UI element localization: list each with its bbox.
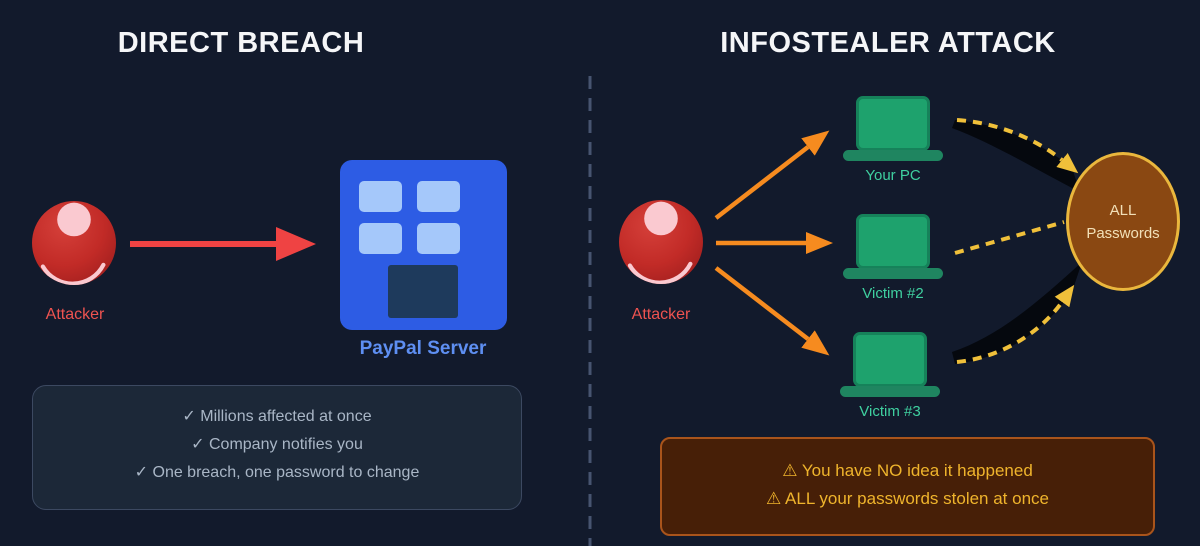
attacker-label: Attacker — [631, 306, 691, 323]
dashed-exfil-arrow — [954, 220, 1065, 255]
server-label: PayPal Server — [359, 338, 487, 359]
laptop-base — [840, 386, 940, 397]
all-passwords-ellipse: ALL Passwords — [1066, 152, 1180, 291]
laptop-screen — [856, 214, 930, 269]
left-panel-title: DIRECT BREACH — [117, 27, 365, 59]
paypal-server-icon — [340, 160, 507, 330]
summary-point: ✓ One breach, one password to change — [134, 464, 420, 481]
ellipse-text-line2: Passwords — [1086, 224, 1160, 242]
server-window-icon — [417, 181, 460, 212]
black-swoosh-top — [952, 120, 1080, 192]
direct-breach-summary-box: ✓ Millions affected at once ✓ Company no… — [32, 385, 522, 510]
orange-attack-arrow — [714, 266, 830, 356]
summary-point: ✓ Millions affected at once — [182, 408, 372, 425]
attacker-icon — [619, 200, 703, 284]
server-door-icon — [388, 265, 458, 318]
ellipse-text-line1: ALL — [1109, 201, 1137, 219]
summary-point: ✓ Company notifies you — [191, 436, 363, 453]
server-window-icon — [359, 181, 402, 212]
attacker-label: Attacker — [45, 306, 105, 323]
dashed-exfil-arrow — [956, 118, 1079, 174]
laptop-base — [843, 150, 943, 161]
black-swoosh-bottom — [952, 262, 1082, 364]
laptop-icon: Victim #2 — [843, 214, 943, 304]
victim-label: Victim #3 — [859, 403, 921, 420]
infostealer-warning-box: ⚠ You have NO idea it happened ⚠ ALL you… — [660, 437, 1155, 536]
dashed-exfil-arrow — [956, 284, 1075, 364]
warning-point: ⚠ ALL your passwords stolen at once — [766, 489, 1049, 508]
laptop-base — [843, 268, 943, 279]
attacker-icon — [32, 201, 116, 285]
server-window-icon — [417, 223, 460, 254]
laptop-screen — [856, 96, 930, 151]
warning-point: ⚠ You have NO idea it happened — [782, 461, 1033, 480]
right-panel-title: INFOSTEALER ATTACK — [720, 27, 1056, 59]
victim-label: Your PC — [865, 167, 921, 184]
laptop-screen — [853, 332, 927, 387]
laptop-icon: Victim #3 — [840, 332, 940, 422]
laptop-icon: Your PC — [843, 96, 943, 186]
server-window-icon — [359, 223, 402, 254]
orange-attack-arrow — [714, 130, 830, 220]
victim-label: Victim #2 — [862, 285, 924, 302]
